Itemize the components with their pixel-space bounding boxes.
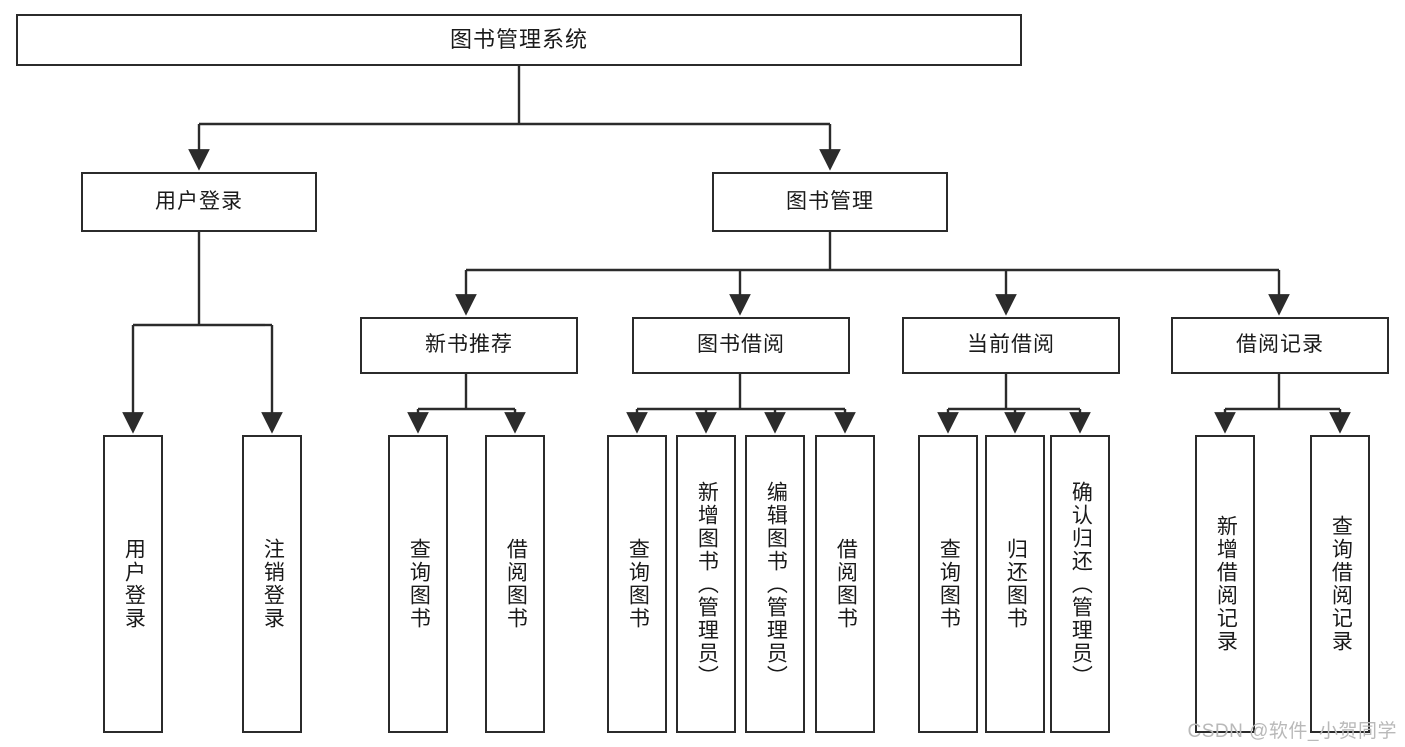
leaf-new-book-borrow[interactable]: 借阅图书 — [485, 435, 545, 733]
watermark-text: CSDN @软件_小贺同学 — [1187, 721, 1397, 742]
leaf-book-borrow-edit[interactable]: 编辑图书（管理员） — [745, 435, 805, 733]
leaf-current-borrow-confirm-return[interactable]: 确认归还（管理员） — [1050, 435, 1110, 733]
leaf-label: 注销登录 — [261, 538, 285, 630]
leaf-book-borrow-borrow[interactable]: 借阅图书 — [815, 435, 875, 733]
leaf-label: 查询图书 — [407, 538, 431, 630]
leaf-label: 编辑图书（管理员） — [764, 480, 788, 688]
leaf-label: 借阅图书 — [834, 538, 858, 630]
leaf-current-borrow-return[interactable]: 归还图书 — [985, 435, 1045, 733]
leaf-label: 查询图书 — [626, 538, 650, 630]
leaf-label: 归还图书 — [1004, 538, 1028, 630]
leaf-user-login-signin[interactable]: 用户登录 — [103, 435, 163, 733]
node-book-management[interactable]: 图书管理 — [712, 172, 948, 232]
leaf-label: 查询借阅记录 — [1329, 515, 1353, 653]
node-book-borrow[interactable]: 图书借阅 — [632, 317, 850, 374]
node-current-borrow[interactable]: 当前借阅 — [902, 317, 1120, 374]
leaf-book-borrow-query[interactable]: 查询图书 — [607, 435, 667, 733]
leaf-new-book-query[interactable]: 查询图书 — [388, 435, 448, 733]
leaf-label: 确认归还（管理员） — [1069, 480, 1093, 688]
leaf-borrow-record-query[interactable]: 查询借阅记录 — [1310, 435, 1370, 733]
leaf-label: 新增图书（管理员） — [695, 480, 719, 688]
node-user-login[interactable]: 用户登录 — [81, 172, 317, 232]
leaf-borrow-record-add[interactable]: 新增借阅记录 — [1195, 435, 1255, 733]
node-borrow-record[interactable]: 借阅记录 — [1171, 317, 1389, 374]
node-root-system[interactable]: 图书管理系统 — [16, 14, 1022, 66]
leaf-label: 借阅图书 — [504, 538, 528, 630]
leaf-label: 用户登录 — [122, 538, 146, 630]
leaf-book-borrow-add[interactable]: 新增图书（管理员） — [676, 435, 736, 733]
leaf-current-borrow-query[interactable]: 查询图书 — [918, 435, 978, 733]
leaf-label: 查询图书 — [937, 538, 961, 630]
leaf-label: 新增借阅记录 — [1214, 515, 1238, 653]
leaf-user-login-signout[interactable]: 注销登录 — [242, 435, 302, 733]
node-new-book-recommend[interactable]: 新书推荐 — [360, 317, 578, 374]
